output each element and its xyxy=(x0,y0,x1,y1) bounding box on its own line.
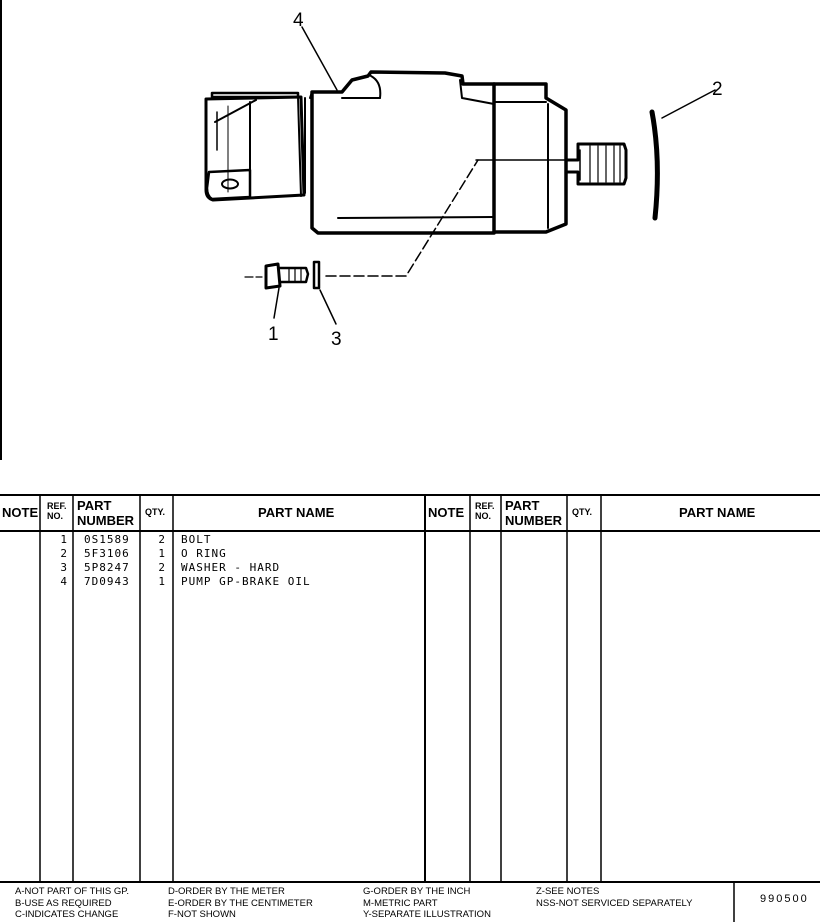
row-part-name: PUMP GP-BRAKE OIL xyxy=(181,575,311,588)
mounting-tab xyxy=(205,168,252,201)
callout-4: 4 xyxy=(293,10,304,31)
page-number: 990500 xyxy=(760,893,809,905)
callout-3: 3 xyxy=(331,329,342,350)
header-part-name: PART NAME xyxy=(258,505,335,520)
callout-2: 2 xyxy=(712,79,723,100)
row-part-name: WASHER - HARD xyxy=(181,561,281,574)
bolt-part xyxy=(244,262,310,290)
row-qty: 1 xyxy=(158,547,166,560)
header-note-right: NOTE xyxy=(428,505,465,520)
row-ref: 3 xyxy=(60,561,68,574)
pump-body xyxy=(304,70,496,235)
o-ring-part xyxy=(649,109,660,221)
row-ref: 1 xyxy=(60,533,68,546)
pump-flange xyxy=(492,82,568,234)
row-qty: 2 xyxy=(158,533,166,546)
callout-1: 1 xyxy=(268,324,279,345)
row-part-number: 5P8247 xyxy=(84,561,130,574)
row-part-number: 5F3106 xyxy=(84,547,130,560)
exploded-view-illustration: 4 2 1 3 xyxy=(0,0,723,460)
header-qty: QTY. xyxy=(145,507,166,517)
row-part-name: BOLT xyxy=(181,533,212,546)
row-ref: 2 xyxy=(60,547,68,560)
header-note: NOTE xyxy=(2,505,39,520)
row-qty: 1 xyxy=(158,575,166,588)
header-part-name-right: PART NAME xyxy=(679,505,756,520)
row-qty: 2 xyxy=(158,561,166,574)
header-ref-no: REF.NO. xyxy=(47,501,67,521)
row-part-number: 0S1589 xyxy=(84,533,130,546)
header-ref-no-right: REF.NO. xyxy=(475,501,495,521)
row-part-number: 7D0943 xyxy=(84,575,130,588)
row-part-name: O RING xyxy=(181,547,227,560)
row-ref: 4 xyxy=(60,575,68,588)
header-qty-right: QTY. xyxy=(572,507,593,517)
splined-shaft xyxy=(475,142,628,186)
washer-part xyxy=(312,260,321,290)
